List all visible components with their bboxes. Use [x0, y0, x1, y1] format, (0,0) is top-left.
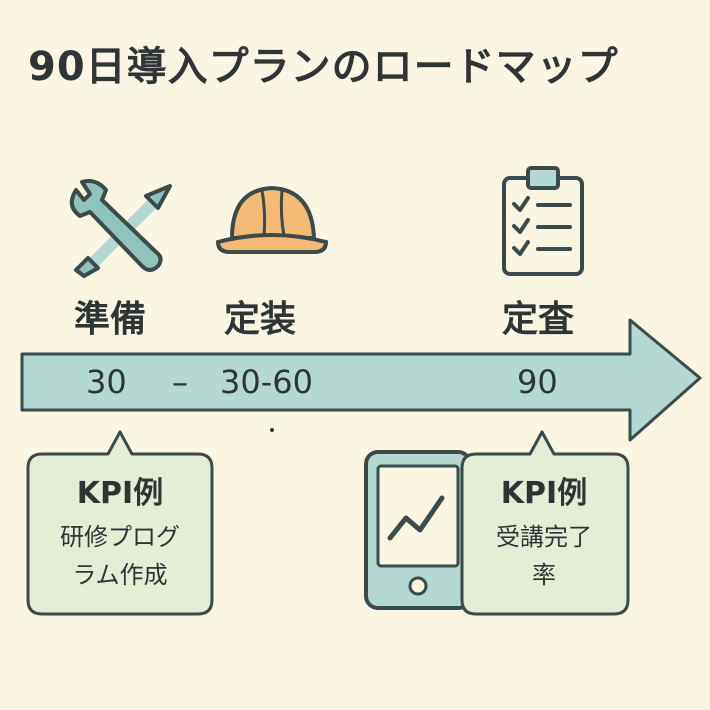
kpi-right-text: KPI例 受講完了 率 [462, 468, 626, 594]
kpi-left-heading: KPI例 [76, 476, 164, 511]
hard-hat-icon [215, 185, 329, 254]
clipboard-checklist-icon [502, 166, 584, 276]
phase-label-install: 定装 [224, 299, 297, 340]
axis-label-start: 30 [86, 363, 127, 401]
kpi-left-line1: 研修プログ [60, 523, 180, 551]
kpi-right-heading: KPI例 [500, 476, 588, 511]
kpi-bubble-left [26, 430, 214, 616]
kpi-left-text: KPI例 研修プログ ラム作成 [28, 468, 212, 594]
kpi-right-line2: 率 [532, 561, 556, 589]
axis-label-mid: 30-60 [220, 363, 313, 401]
kpi-left-line2: ラム作成 [72, 561, 168, 589]
kpi-right-line1: 受講完了 [496, 523, 592, 551]
wrench-screwdriver-icon [69, 179, 172, 278]
timeline-arrow [20, 318, 702, 442]
axis-label-end: 90 [517, 363, 558, 401]
kpi-bubble-right [460, 430, 630, 616]
axis-label-dash: – [172, 363, 188, 401]
page-title: 90日導入プランのロードマップ [28, 44, 619, 90]
phase-label-prep: 準備 [74, 299, 147, 340]
phase-label-review: 定査 [502, 299, 575, 340]
dot-marker [270, 428, 274, 432]
